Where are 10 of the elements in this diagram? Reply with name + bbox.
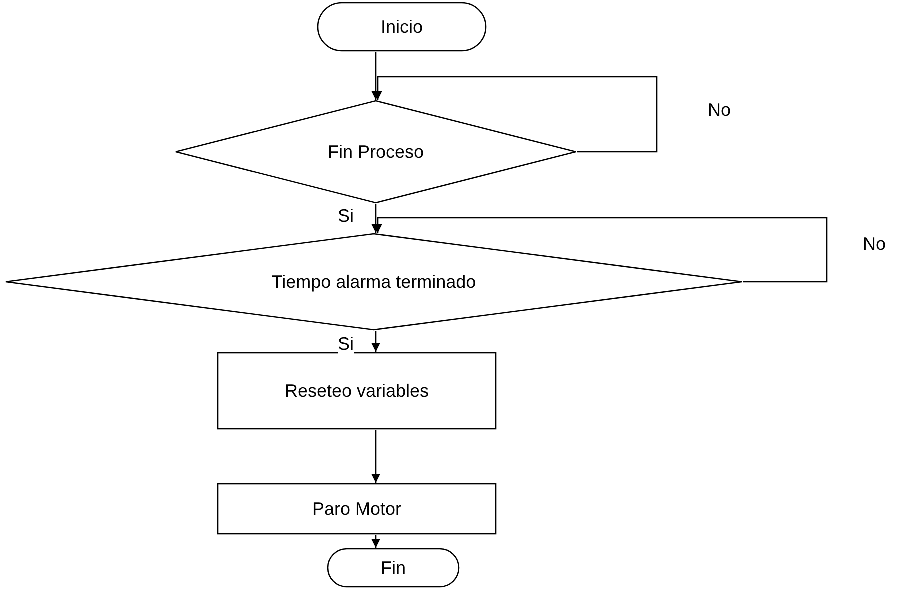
- node-text: Paro Motor: [312, 498, 402, 520]
- node-text: Tiempo alarma terminado: [272, 272, 476, 292]
- arrow: [372, 535, 380, 548]
- node-text: Reseteo variables: [284, 380, 430, 402]
- node-text: Inicio: [380, 16, 424, 38]
- arrow: [372, 331, 380, 352]
- arrow: [372, 430, 380, 483]
- node-text: Fin: [380, 558, 406, 578]
- node-text: Fin Proceso: [328, 142, 424, 162]
- edge-label: Si: [338, 334, 354, 355]
